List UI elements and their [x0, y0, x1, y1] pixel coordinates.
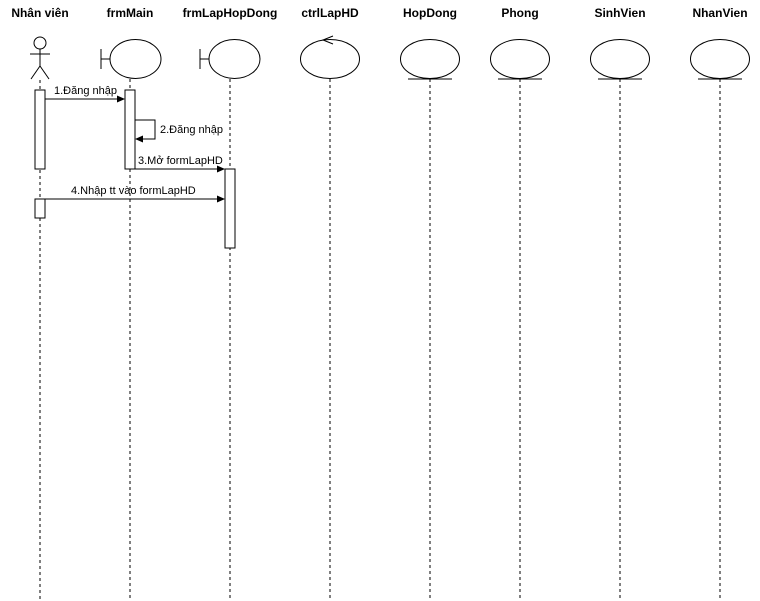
participant-label-nhan-vien-actor: Nhân viên [11, 6, 68, 20]
participant-label-frmmain: frmMain [107, 6, 154, 20]
boundary-icon-frmlaphopdong [199, 39, 261, 79]
activation-bar-frmmain [124, 89, 136, 170]
participant-label-sinhvien: SinhVien [594, 6, 645, 20]
entity-icon-sinhvien [590, 39, 650, 80]
message-label-1: 1.Đăng nhập [54, 85, 117, 97]
boundary-icon-frmmain [100, 39, 162, 79]
message-3: 3.Mở formLapHD [135, 155, 225, 173]
activation-bar-actor-2 [34, 198, 46, 219]
participant-label-nhanvien: NhanVien [692, 6, 747, 20]
activation-bar-actor-1 [34, 89, 46, 170]
entity-icon-hopdong [400, 39, 460, 80]
participant-label-frmlaphopdong: frmLapHopDong [183, 6, 278, 20]
message-2-self: 2.Đăng nhập [135, 119, 223, 143]
participant-label-hopdong: HopDong [403, 6, 457, 20]
entity-icon-nhanvien [690, 39, 750, 80]
actor-icon [30, 36, 50, 80]
message-4: 4.Nhập tt vào formLapHD [45, 185, 225, 203]
control-icon-ctrllaphd [300, 35, 360, 79]
participant-label-ctrllaphd: ctrlLapHD [301, 6, 359, 20]
entity-icon-phong [490, 39, 550, 80]
message-1: 1.Đăng nhập [45, 85, 125, 103]
activation-bar-frmlaphopdong [224, 168, 236, 249]
message-label-4: 4.Nhập tt vào formLapHD [71, 185, 196, 197]
participant-label-phong: Phong [501, 6, 538, 20]
message-label-3: 3.Mở formLapHD [138, 155, 223, 167]
message-label-2: 2.Đăng nhập [160, 124, 223, 136]
